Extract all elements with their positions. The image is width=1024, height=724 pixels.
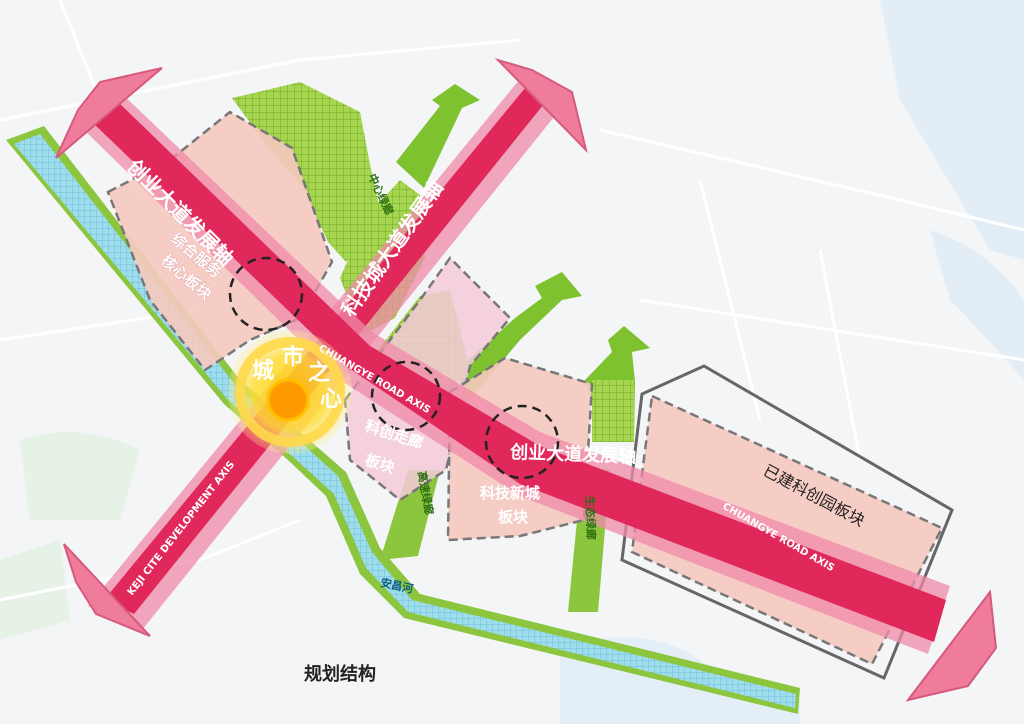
node-circle-techcity xyxy=(484,404,560,480)
city-heart: 城 市 之 心 xyxy=(228,330,352,454)
ecological-corridor-label: 生态绿廊 xyxy=(583,496,599,540)
river-label: 安昌河 xyxy=(379,575,414,596)
node-circles xyxy=(228,256,560,480)
green-block-north xyxy=(232,82,382,262)
highway-corridor-strip xyxy=(380,470,440,560)
city-heart-char-2: 市 xyxy=(282,344,304,370)
node-circle-corridor xyxy=(370,360,442,432)
tech-new-city-label-2: 板块 xyxy=(498,508,529,526)
an-chang-river xyxy=(6,126,800,714)
arrow-southeast xyxy=(905,589,998,702)
city-heart-core xyxy=(266,378,310,422)
city-heart-char-3: 之 xyxy=(308,360,330,386)
central-corridor-arrow xyxy=(396,84,480,188)
green-block-east xyxy=(592,380,634,442)
tech-new-city-label-1: 科技新城 xyxy=(480,484,540,502)
city-heart-char-4: 心 xyxy=(320,387,342,412)
arrow-southwest xyxy=(63,543,151,637)
city-heart-char-1: 城 xyxy=(252,358,274,384)
node-circle-service xyxy=(228,256,304,332)
arrow-northwest xyxy=(55,67,163,159)
map-title: 规划结构 xyxy=(304,663,376,685)
chuangye-axis-label-center: 创业大道发展轴 xyxy=(509,441,637,467)
arrow-northeast xyxy=(494,57,588,154)
